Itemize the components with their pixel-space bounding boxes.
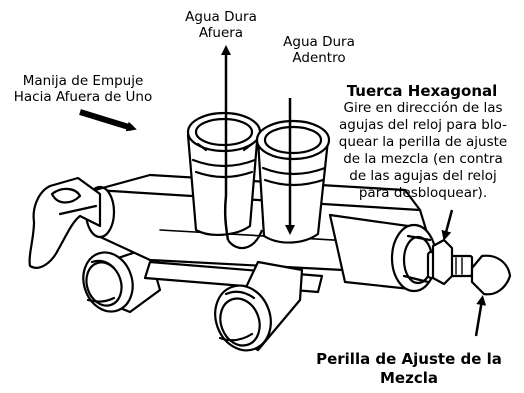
hard-water-out-label: Agua Dura Afuera (185, 9, 257, 41)
knob-pointer (474, 295, 487, 337)
hex-nut (431, 238, 454, 286)
push-handle-pointer (79, 109, 137, 132)
front-lower-port (214, 260, 304, 352)
mix-knob-label: Perilla de Ajuste de la Mezcla (316, 350, 502, 387)
push-handle (28, 176, 102, 269)
push-handle-label: Manija de Empuje Hacia Afuera de Uno (13, 73, 153, 105)
rear-left-port (82, 246, 162, 314)
hex-nut-title: Tuerca Hexagonal (346, 82, 498, 100)
hard-water-out-arrow (221, 45, 231, 241)
mix-knob-housing (328, 213, 474, 293)
mix-adjust-knob (470, 254, 512, 296)
hard-water-in-label: Agua Dura Adentro (283, 34, 355, 66)
hex-nut-instructions: Gire en dirección de las agujas del relo… (338, 100, 508, 201)
left-fitting (186, 111, 262, 236)
hex-nut-pointer (441, 209, 454, 241)
right-fitting (255, 119, 331, 244)
